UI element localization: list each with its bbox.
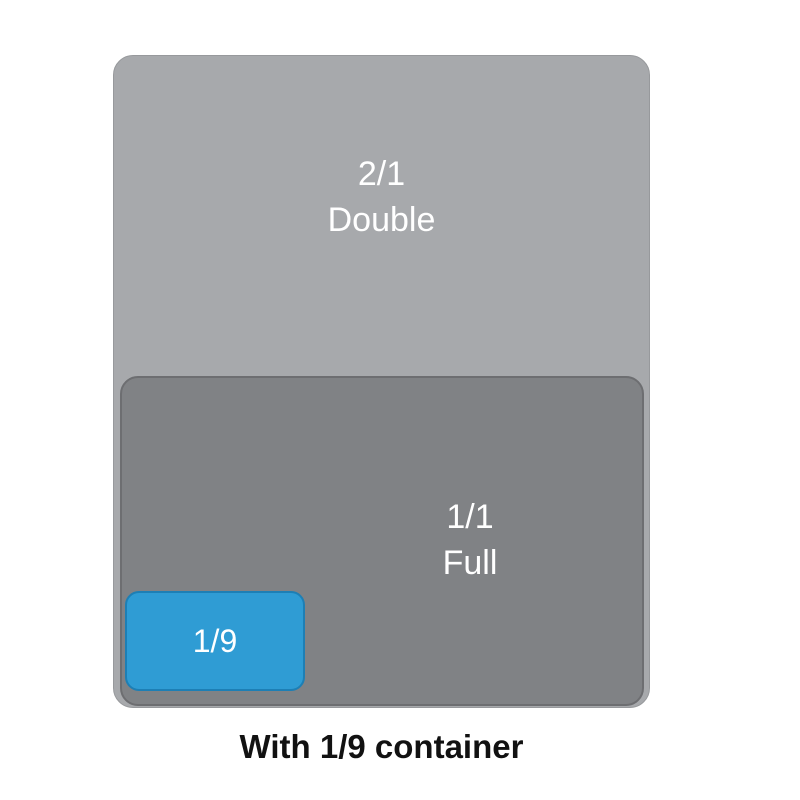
pan-full-size: 1/1 <box>446 498 494 536</box>
pan-full-label: 1/1 Full <box>380 494 560 586</box>
pan-ninth: 1/9 <box>125 591 305 691</box>
pan-full-name: Full <box>442 544 498 582</box>
pan-double-size: 2/1 <box>357 155 406 193</box>
pan-double-label: 2/1 Double <box>114 151 649 243</box>
pan-ninth-size: 1/9 <box>192 623 238 659</box>
diagram-caption: With 1/9 container <box>239 728 524 765</box>
pan-double-name: Double <box>327 201 436 239</box>
